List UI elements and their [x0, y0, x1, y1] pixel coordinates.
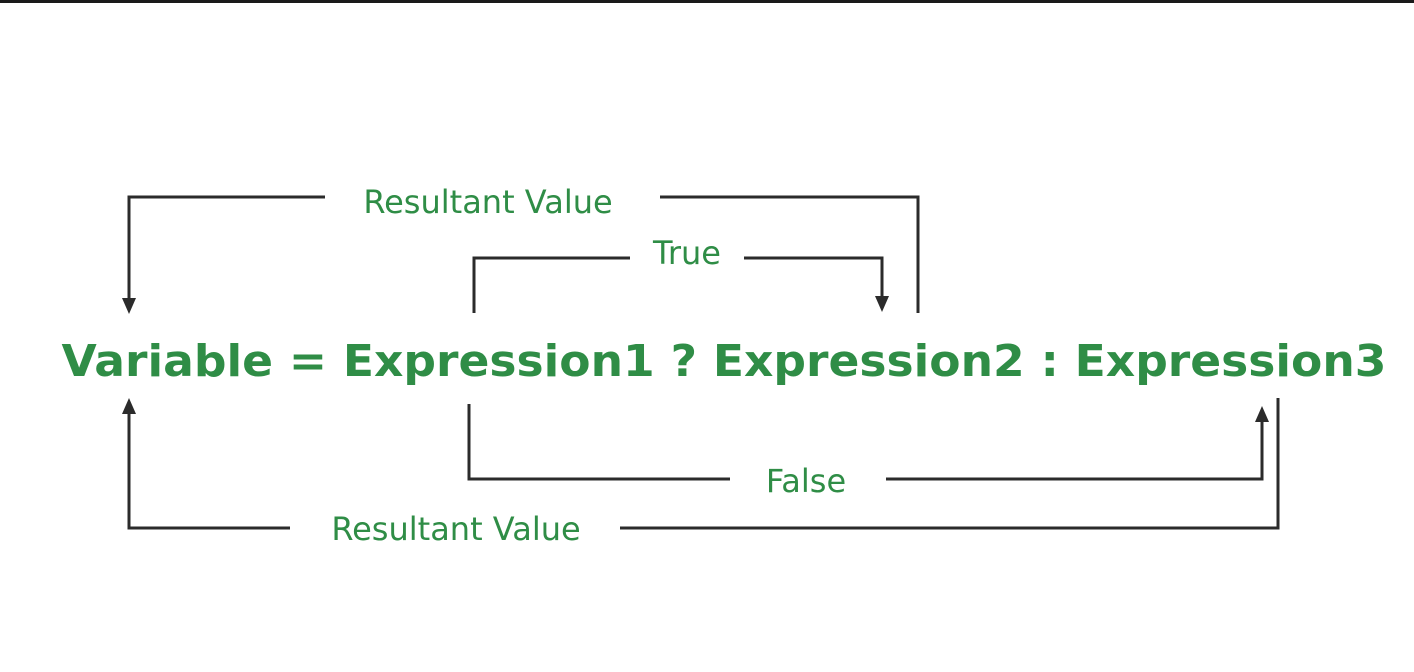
false-connector-right	[886, 420, 1264, 481]
true-connector-left	[472, 256, 630, 313]
true-connector-right	[744, 256, 884, 298]
true-arrowhead	[875, 296, 889, 312]
true-label: True	[652, 234, 721, 272]
false-label: False	[766, 462, 846, 500]
false-arrowhead	[1255, 406, 1269, 422]
top-result-arrowhead	[122, 298, 136, 314]
bottom-result-connector-right	[620, 398, 1280, 530]
bottom-result-arrowhead	[122, 398, 136, 414]
top-result-connector	[660, 195, 920, 313]
bottom-result-connector-left	[127, 412, 290, 530]
false-connector-left	[467, 404, 730, 481]
top-result-connector-left	[127, 195, 325, 300]
top-result-label: Resultant Value	[363, 183, 612, 221]
top-border	[0, 0, 1414, 3]
ternary-expression: Variable = Expression1 ? Expression2 : E…	[62, 336, 1387, 387]
bottom-result-label: Resultant Value	[331, 510, 580, 548]
